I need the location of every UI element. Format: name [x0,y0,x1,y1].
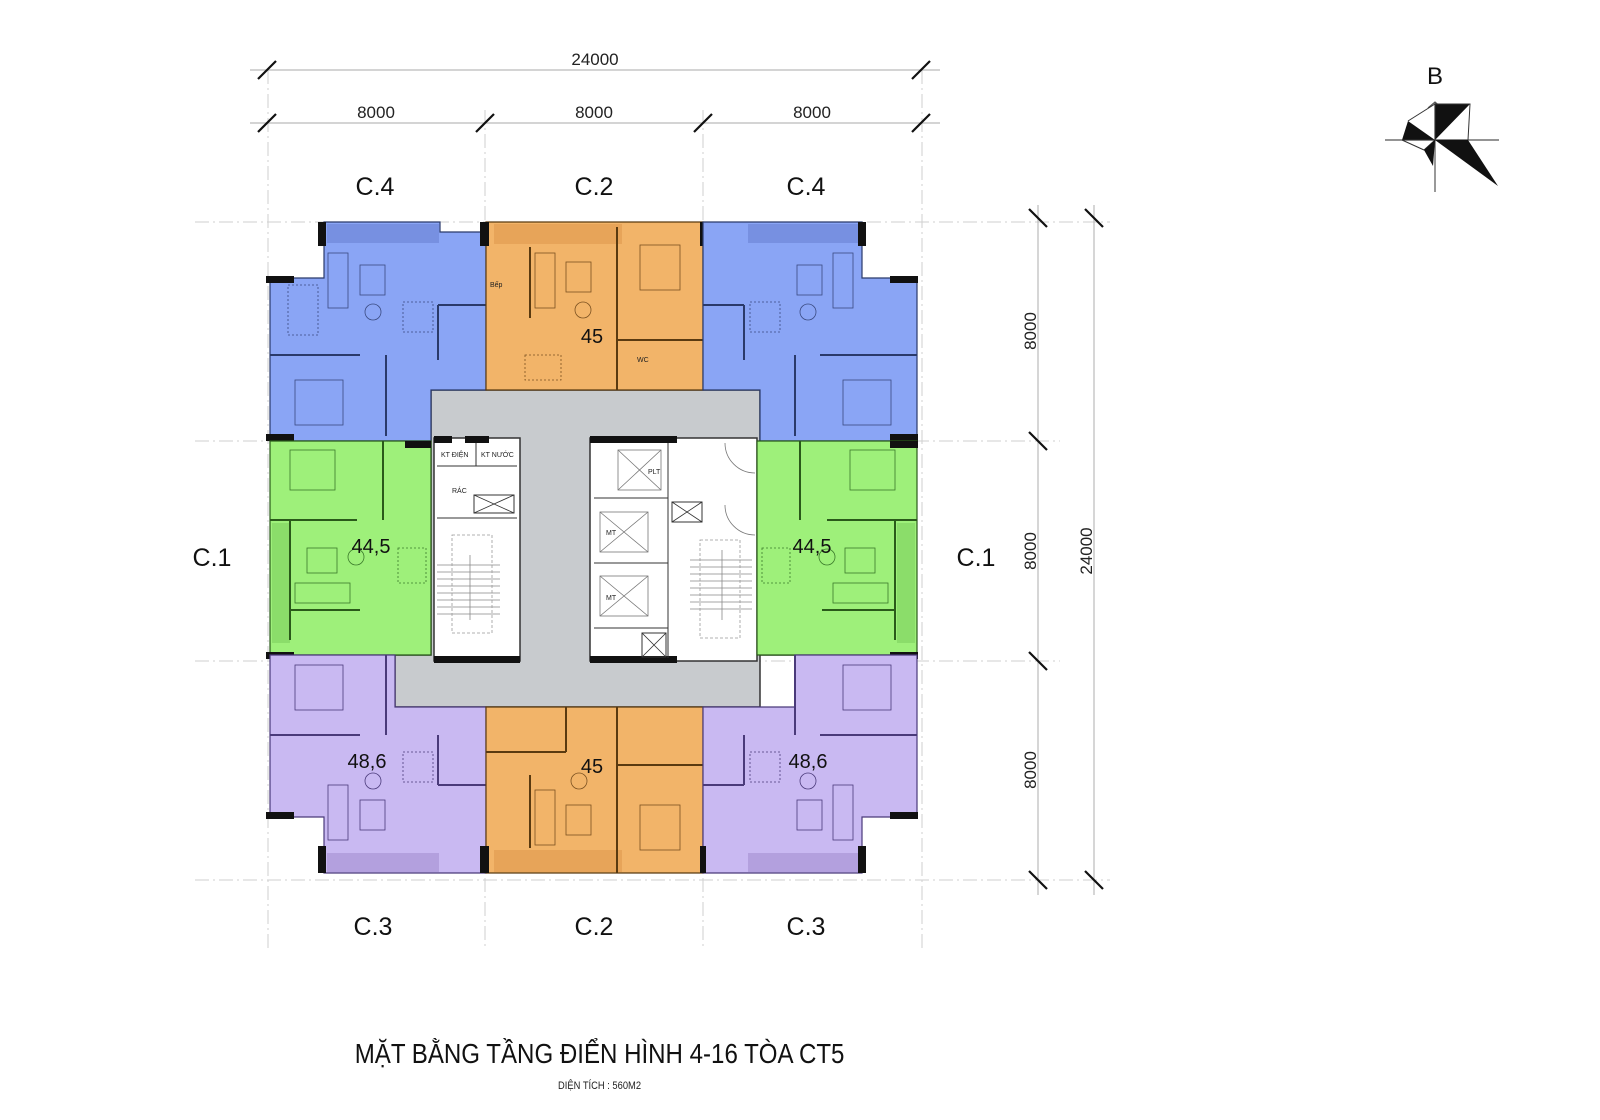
room-elevator-2: MT [606,595,617,602]
top-dimensions: 24000 8000 8000 8000 [250,50,940,133]
area-mid-left: 44,5 [352,536,391,558]
apartment-mid-right[interactable]: 44,5 [756,440,918,659]
area-top-center: 45 [581,326,603,348]
room-rac: RÁC [452,486,467,495]
drawing-subtitle: DIỆN TÍCH : 560M2 [558,1080,642,1092]
area-mid-right: 44,5 [793,536,832,558]
room-bep: Bếp [490,280,503,289]
north-compass-icon: B [1385,63,1499,192]
room-elevator-1: MT [606,530,617,537]
dim-right-seg-2: 8000 [1021,532,1040,570]
dim-top-seg-1: 8000 [357,103,395,122]
stair-left [433,437,521,662]
room-wc: WC [637,357,649,364]
room-elevator-3: PLT [648,469,661,476]
dim-right-seg-1: 8000 [1021,312,1040,350]
area-bottom-right: 48,6 [789,751,828,773]
apartment-top-left[interactable] [266,221,487,442]
label-right: C.1 [957,544,996,572]
dim-right-seg-3: 8000 [1021,751,1040,789]
unit-type-labels: C.4 C.2 C.4 C.1 C.1 C.3 C.2 C.3 [193,173,996,941]
label-bottom-center: C.2 [575,913,614,941]
label-bottom-right: C.3 [787,913,826,941]
drawing-title: MẶT BẰNG TẦNG ĐIỂN HÌNH 4-16 TÒA CT5 [354,1038,845,1069]
dim-top-seg-2: 8000 [575,103,613,122]
room-kt-dien: KT ĐIỆN [441,450,469,459]
apartment-bottom-left[interactable]: 48,6 [266,654,487,874]
label-left: C.1 [193,544,232,572]
area-bottom-center: 45 [581,756,603,778]
area-bottom-left: 48,6 [348,751,387,773]
room-kt-nuoc: KT NƯỚC [481,450,514,459]
apartment-bottom-center[interactable]: 45 [483,706,706,874]
dim-top-total: 24000 [571,50,618,69]
label-bottom-left: C.3 [354,913,393,941]
apartment-mid-left[interactable]: 44,5 [266,440,432,659]
label-top-right: C.4 [787,173,826,201]
apartment-bottom-right[interactable]: 48,6 [700,654,918,874]
apartment-top-center[interactable]: 45 WC Bếp [483,221,706,391]
label-top-center: C.2 [575,173,614,201]
dim-right-total: 24000 [1077,527,1096,574]
circulation-core: KT ĐIỆN KT NƯỚC RÁC MT MT PLT [394,389,796,708]
compass-north-label: B [1427,63,1443,90]
apartment-top-right[interactable] [702,221,918,442]
right-dimensions: 8000 8000 8000 24000 [1021,205,1104,895]
label-top-left: C.4 [356,173,395,201]
dim-top-seg-3: 8000 [793,103,831,122]
